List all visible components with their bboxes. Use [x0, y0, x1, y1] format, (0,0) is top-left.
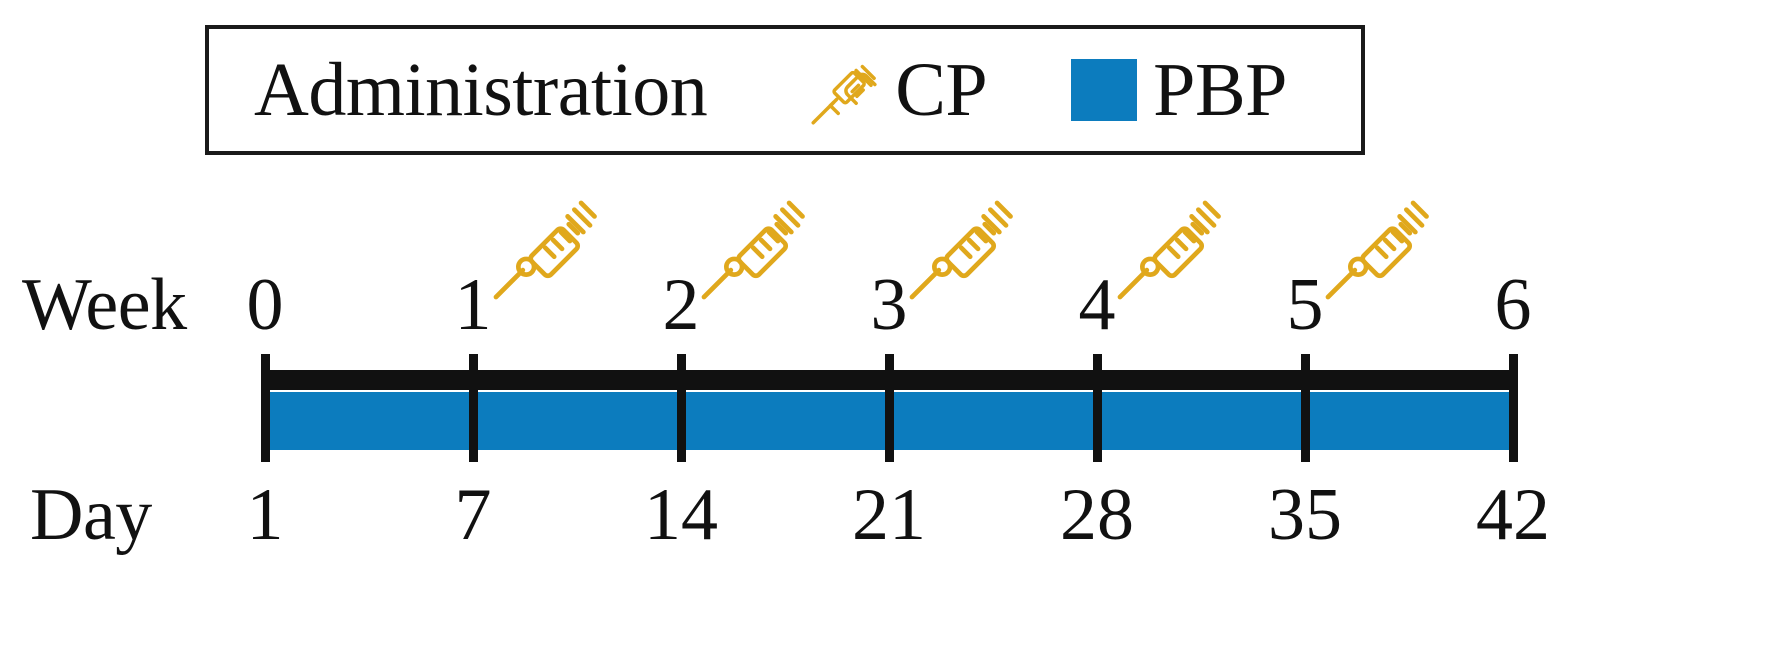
week-tick-label: 1 [454, 264, 492, 346]
week-tick-label: 6 [1494, 264, 1532, 346]
day-tick-label: 28 [1060, 474, 1134, 556]
week-row-label: Week [22, 264, 187, 346]
timeline-tick [469, 354, 478, 462]
week-tick-label: 3 [870, 264, 908, 346]
day-tick-label: 7 [454, 474, 492, 556]
day-tick-label: 14 [644, 474, 718, 556]
syringe-icon [1117, 200, 1221, 300]
legend-box: Administration CP PBP [205, 25, 1365, 155]
syringe-icon [909, 200, 1013, 300]
week-tick-label: 5 [1286, 264, 1324, 346]
timeline-tick [1093, 354, 1102, 462]
legend-label-pbp: PBP [1153, 48, 1287, 132]
timeline-tick [677, 354, 686, 462]
timeline-tick [1509, 354, 1518, 462]
syringe-icon [493, 200, 597, 300]
timeline-tick [1301, 354, 1310, 462]
day-tick-label: 42 [1476, 474, 1550, 556]
syringe-icon [811, 64, 877, 125]
day-row-label: Day [30, 474, 152, 556]
legend-label-cp: CP [895, 48, 988, 132]
legend-entry-cp: CP [807, 48, 988, 132]
legend-title: Administration [254, 48, 708, 132]
syringe-icon [1325, 200, 1429, 300]
week-tick-label: 0 [246, 264, 284, 346]
timeline-tick [261, 354, 270, 462]
syringe-icon [701, 200, 805, 300]
week-tick-label: 4 [1078, 264, 1116, 346]
day-tick-label: 1 [246, 474, 284, 556]
color-swatch [1071, 59, 1138, 121]
day-tick-label: 21 [852, 474, 926, 556]
day-tick-label: 35 [1268, 474, 1342, 556]
legend-entry-pbp: PBP [1071, 52, 1287, 128]
week-tick-label: 2 [662, 264, 700, 346]
timeline-tick [885, 354, 894, 462]
